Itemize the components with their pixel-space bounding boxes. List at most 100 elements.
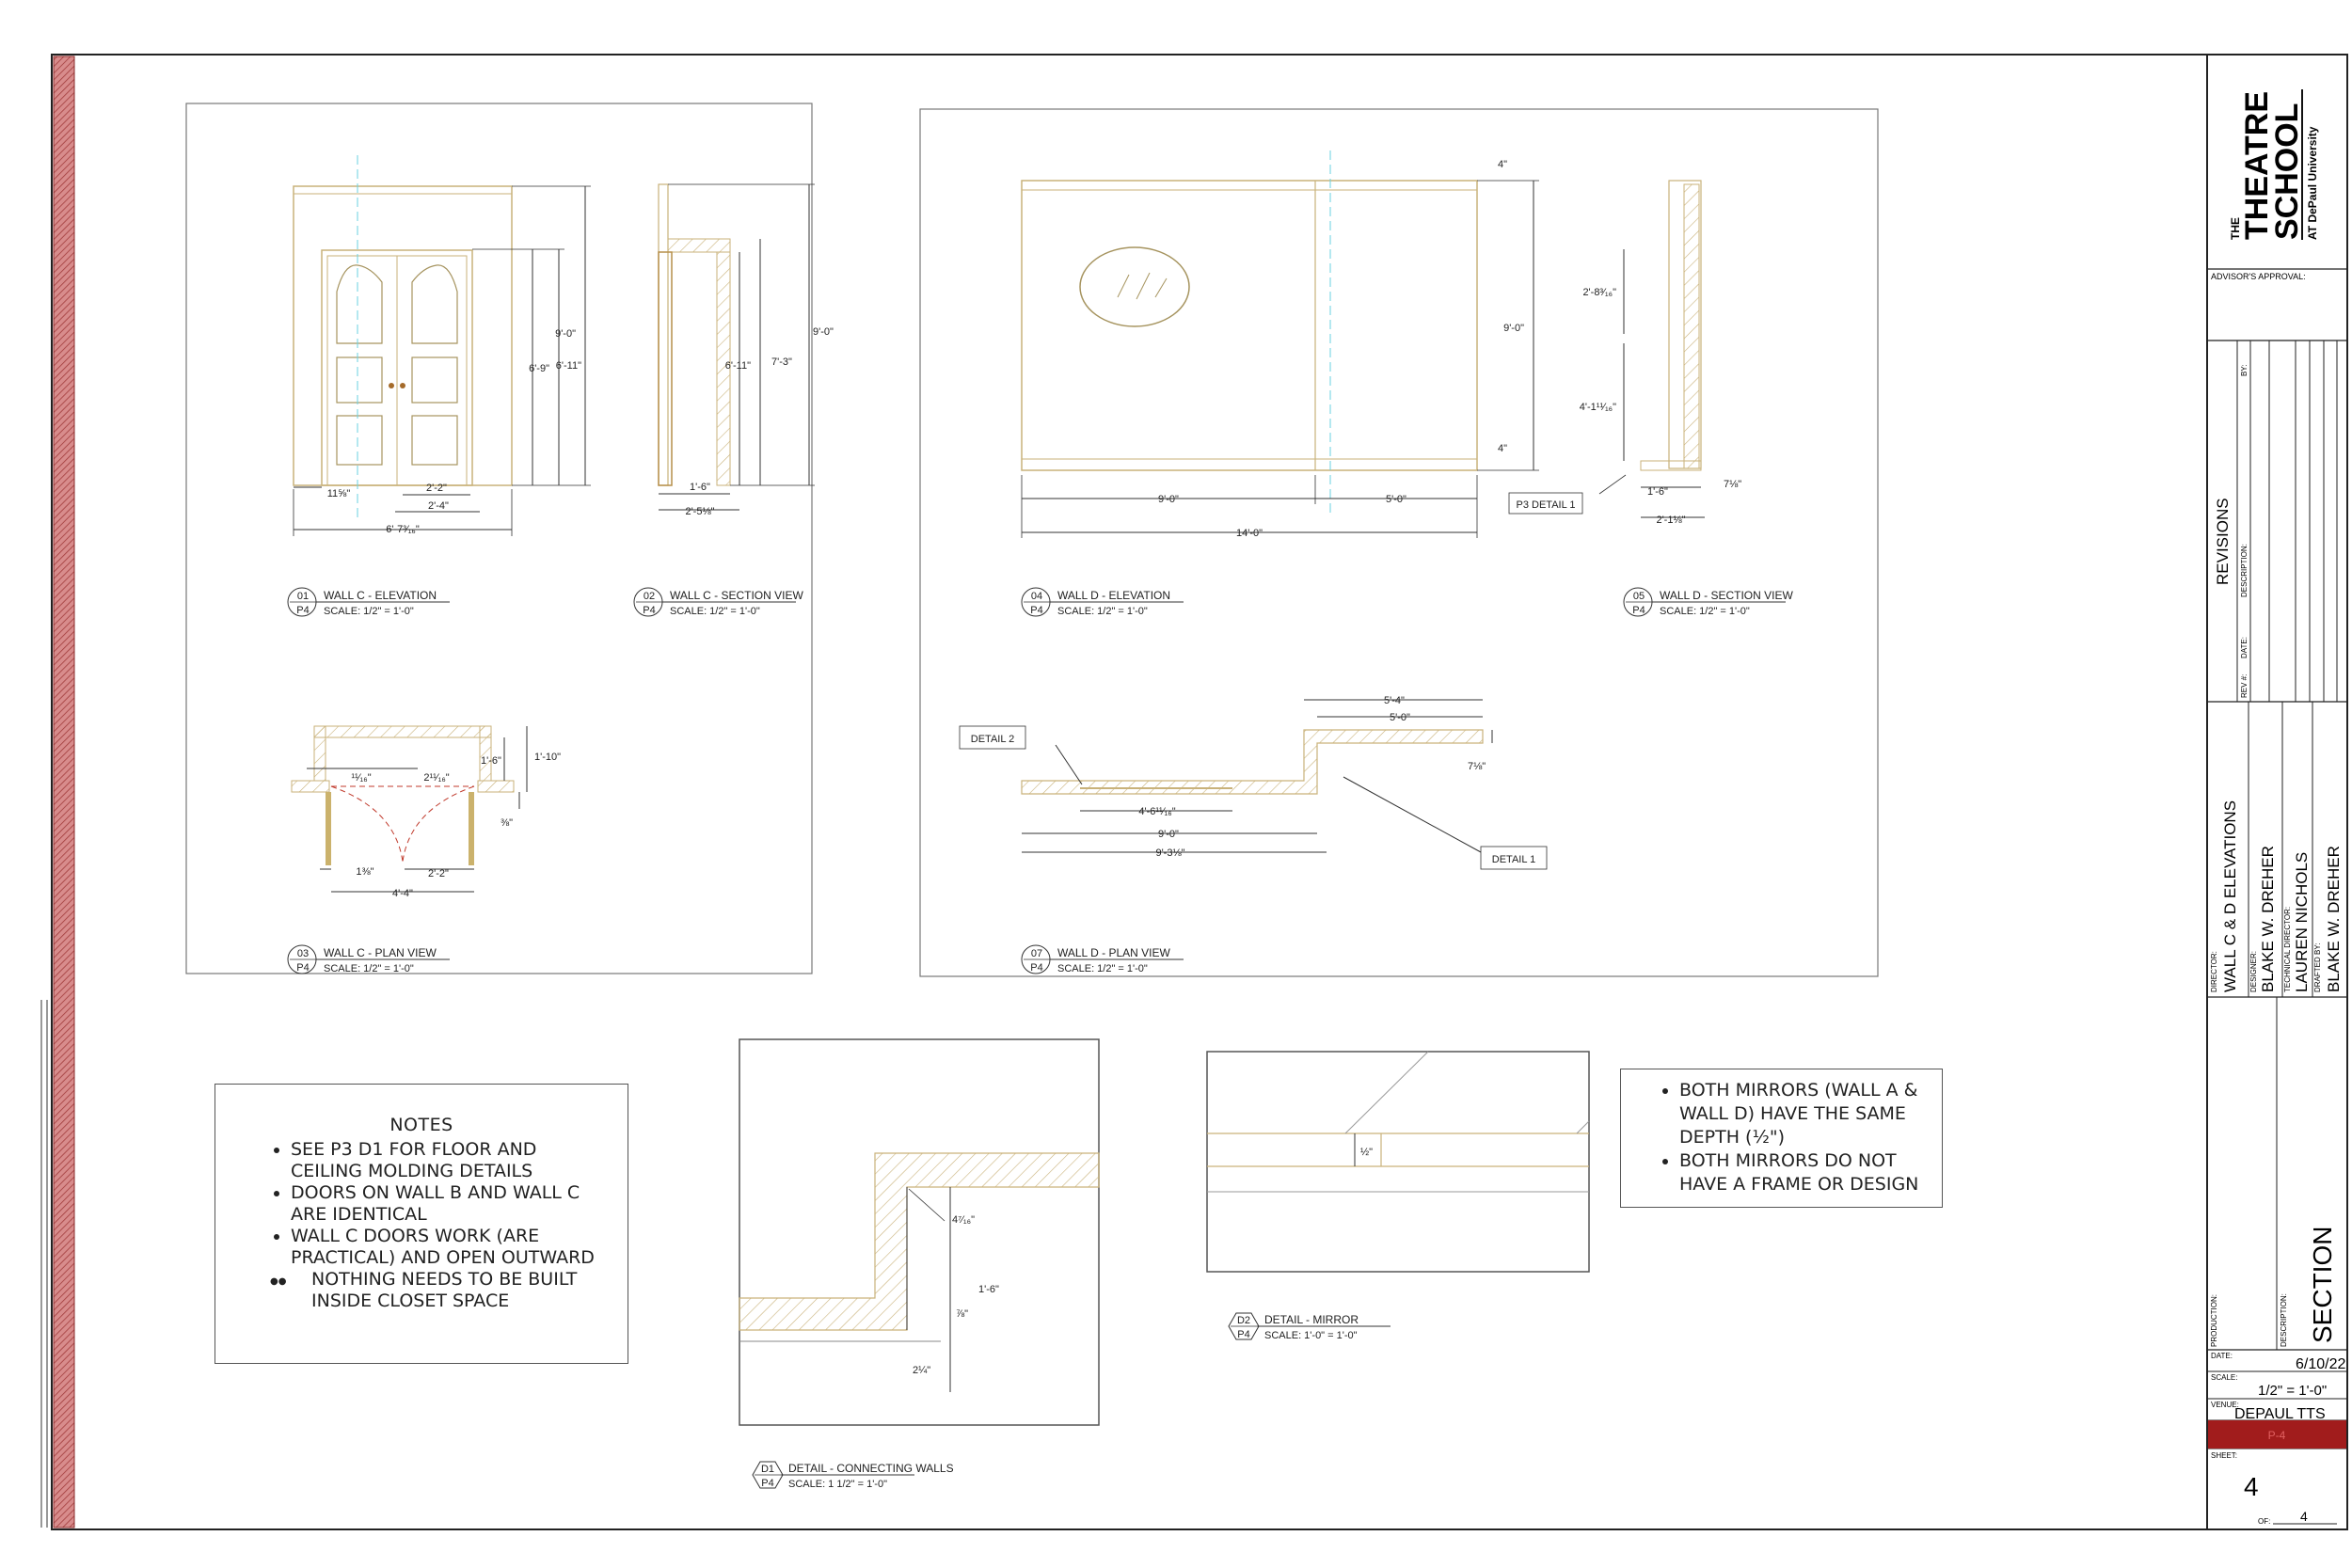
dim-5-0: 5'-0" <box>1386 494 1406 505</box>
mirror-notes-list: BOTH MIRRORS (WALL A & WALL D) HAVE THE … <box>1621 1079 1942 1196</box>
designer-label: DESIGNER: <box>2249 951 2258 992</box>
dim-2-2: 2'-2" <box>426 483 447 494</box>
view-page: P4 <box>1237 1329 1249 1340</box>
callout-detail-2 <box>959 725 1026 750</box>
dim-7-8: ⅞" <box>956 1308 968 1320</box>
wall-c-section: 9'-0" 6'-11" 7'-3" 1'-6" 2'-5⅛" <box>658 183 834 517</box>
dim-9-0-horizontal: 9'-0" <box>1158 494 1179 505</box>
date-label: DATE: <box>2211 1352 2233 1360</box>
callout-detail-1 <box>1480 846 1548 870</box>
dim-7-1-8: 7⅛" <box>1468 761 1486 772</box>
view-number: 01 <box>297 591 309 602</box>
td-label: TECHNICAL DIRECTOR: <box>2283 907 2292 992</box>
view-scale: SCALE: 1/2" = 1'-0" <box>1660 606 1750 617</box>
view-title: WALL D - ELEVATION <box>1057 589 1170 602</box>
dim-4-4: 4'-4" <box>392 888 413 899</box>
detail-connecting-walls: 4⁷⁄₁₆" 1'-6" ⅞" 2¼" <box>739 1152 1100 1392</box>
mirror-note-item: BOTH MIRRORS (WALL A & WALL D) HAVE THE … <box>1679 1079 1932 1149</box>
view-title: WALL D - SECTION VIEW <box>1660 589 1793 602</box>
dim-3-8: ⅜" <box>501 817 513 829</box>
dim-4-1: 4'-1¹¹⁄₁₆" <box>1580 402 1616 413</box>
dim-2-11-16: 2¹¹⁄₁₆" <box>423 772 449 784</box>
note-item: DOORS ON WALL B AND WALL C ARE IDENTICAL <box>291 1182 609 1226</box>
dim-1-3-8: 1⅜" <box>356 866 373 878</box>
scale-value: 1/2" = 1'-0" <box>2258 1383 2327 1399</box>
view-page: P4 <box>1030 605 1042 616</box>
td-value: LAUREN NICHOLS <box>2293 852 2311 992</box>
of-label: OF: <box>2258 1517 2270 1526</box>
note-item: NOTHING NEEDS TO BE BUILT INSIDE CLOSET … <box>270 1269 609 1312</box>
dim-7-3: 7'-3" <box>771 356 792 368</box>
revisions-title: REVISIONS <box>2214 498 2232 585</box>
dim-11-5-8: 11⅝" <box>327 488 351 499</box>
detail-d1-frame <box>739 1038 1100 1426</box>
rev-col-by: BY: <box>2240 365 2249 376</box>
dim-9-0: 9'-0" <box>813 326 834 338</box>
wall-c-elevation: 9'-0" 6'-9" 6'-11" 11⅝" 2'-2" 2'-4" 6'-7… <box>293 155 591 536</box>
dim-5-0: 5'-0" <box>1390 712 1410 723</box>
callout-p3-detail-1 <box>1508 492 1583 515</box>
rev-col-date: DATE: <box>2240 637 2249 658</box>
view-number: 04 <box>1031 591 1042 602</box>
dim-14-0: 14'-0" <box>1236 528 1263 539</box>
dim-4-7-16: 4⁷⁄₁₆" <box>952 1214 975 1226</box>
dim-1-10: 1'-10" <box>534 752 561 763</box>
dim-11-16: ¹¹⁄₁₆" <box>351 772 371 784</box>
view-page: P4 <box>296 605 309 616</box>
page-code-band <box>2208 1420 2346 1449</box>
callout-detail-2-text: DETAIL 2 <box>971 734 1014 745</box>
rev-col-rev: REV #: <box>2240 674 2249 698</box>
notes-title: NOTES <box>389 1115 453 1135</box>
view-page: P4 <box>296 962 309 974</box>
view-scale: SCALE: 1/2" = 1'-0" <box>324 963 414 974</box>
designer-value: BLAKE W. DREHER <box>2259 846 2277 992</box>
logo-school: SCHOOL <box>2269 103 2305 240</box>
description-label: DESCRIPTION: <box>2280 1293 2288 1347</box>
dim-2-4: 2'-4" <box>428 500 449 512</box>
dim-9-3: 9'-3⅛" <box>1155 847 1184 859</box>
of-value: 4 <box>2300 1509 2308 1524</box>
view-scale: SCALE: 1/2" = 1'-0" <box>670 606 760 617</box>
wall-d-frame <box>919 108 1879 977</box>
view-title: WALL C - ELEVATION <box>324 589 437 602</box>
dim-9-0: 9'-0" <box>1503 323 1524 334</box>
view-number: 02 <box>644 591 655 602</box>
dim-1-6: 1'-6" <box>690 482 710 493</box>
dim-2-2: 2'-2" <box>428 868 449 879</box>
view-page: P4 <box>1030 962 1042 974</box>
view-scale: SCALE: 1 1/2" = 1'-0" <box>788 1479 887 1490</box>
view-scale: SCALE: 1/2" = 1'-0" <box>1057 963 1148 974</box>
advisor-approval-label: ADVISOR'S APPROVAL: <box>2211 272 2306 281</box>
dim-9-0: 9'-0" <box>555 328 576 340</box>
sheet-frame <box>51 54 2348 1530</box>
view-title: WALL C - PLAN VIEW <box>324 946 437 959</box>
venue-label: VENUE: <box>2211 1401 2239 1409</box>
dim-2-1: 2'-1⅛" <box>1656 515 1685 526</box>
dim-2-8: 2'-8³⁄₁₆" <box>1582 287 1616 298</box>
director-label: DIRECTOR: <box>2210 951 2218 992</box>
callout-p3-detail-1-text: P3 DETAIL 1 <box>1517 499 1576 511</box>
note-item: WALL C DOORS WORK (ARE PRACTICAL) AND OP… <box>291 1226 609 1269</box>
view-page: P4 <box>761 1478 773 1489</box>
scale-label: SCALE: <box>2211 1373 2237 1382</box>
dim-7-1-8: 7⅛" <box>1724 479 1741 490</box>
notes-list: SEE P3 D1 FOR FLOOR AND CEILING MOLDING … <box>215 1139 628 1312</box>
view-scale: SCALE: 1'-0" = 1'-0" <box>1264 1330 1358 1341</box>
wall-d-plan: DETAIL 2 DETAIL 1 5'-4" 5'-0" 7⅛" 4'-6¹¹… <box>959 695 1548 870</box>
mirror-ellipse <box>1079 246 1190 327</box>
dim-6-9: 6'-9" <box>529 363 549 374</box>
note-item: SEE P3 D1 FOR FLOOR AND CEILING MOLDING … <box>291 1139 609 1182</box>
view-number: D1 <box>761 1464 774 1475</box>
wall-d-section: P3 DETAIL 1 2'-8³⁄₁₆" 4'-1¹¹⁄₁₆" 1'-6" 7… <box>1508 180 1741 526</box>
logo-the: THE <box>2229 217 2242 240</box>
page-code: P-4 <box>2268 1429 2286 1442</box>
dim-6-11: 6'-11" <box>556 360 581 372</box>
production-label: PRODUCTION: <box>2210 1294 2218 1347</box>
